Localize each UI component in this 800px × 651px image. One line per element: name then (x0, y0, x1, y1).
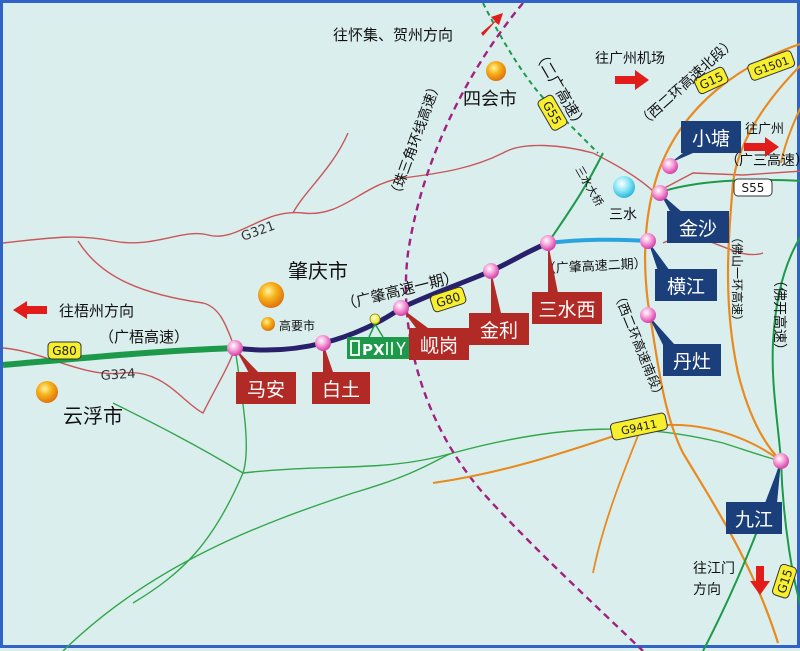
city-dot-yunfu (36, 381, 58, 403)
road-g9411 (432, 423, 782, 484)
road-g9411-west (592, 422, 644, 574)
road-g1501 (726, 64, 800, 462)
interchange-maan[interactable]: 马安 (227, 340, 296, 404)
road-fokai (771, 235, 800, 607)
road-g80-guangwu (3, 345, 236, 368)
highway-label-guangwu: （广梧高速） (99, 328, 189, 346)
road-g321-west (77, 240, 236, 349)
arrow-icon-wuzhou (13, 301, 47, 319)
interchange-baitu[interactable]: 白土 (312, 335, 370, 404)
interchange-label-danzao: 丹灶 (673, 351, 711, 373)
arrow-icon-guangzhou (744, 137, 779, 157)
road-g321 (3, 144, 594, 244)
interchange-label-hengjiang: 横江 (667, 276, 705, 298)
road-label-g324: G324 (100, 367, 136, 384)
interchange-label-jinli: 金利 (480, 320, 518, 342)
shield-s55: S55 (733, 178, 773, 197)
service-area-sign: PX (347, 337, 409, 359)
highway-label-sanshui-bridge: 三水大桥 (572, 164, 606, 209)
interchange-xiaotang[interactable]: 小塘 (662, 121, 741, 174)
city-dot-sihui (486, 61, 506, 81)
road-south-1 (242, 428, 782, 474)
shield-s55-label: S55 (742, 181, 765, 195)
arrow-icon-airport (615, 70, 649, 90)
arrow-icon-huaiji (481, 13, 503, 36)
road-s55 (657, 178, 800, 194)
map-canvas: G80 G80 G55 G15 G1501 S55 G9411 G15 G321… (3, 3, 800, 651)
road-g15-ring (643, 42, 800, 644)
fuel-icon (350, 340, 360, 356)
interchange-hengjiang[interactable]: 横江 (640, 233, 717, 301)
direction-huaiji: 往怀集、贺州方向 (333, 26, 453, 44)
road-west-green (112, 402, 244, 474)
road-g321-north (292, 132, 349, 214)
shield-g1501: G1501 (747, 50, 796, 81)
city-dot-zhaoqing (258, 282, 284, 308)
interchange-label-maan: 马安 (247, 379, 285, 401)
interchange-label-sanshuixi: 三水西 (538, 299, 595, 321)
city-label-sanshui: 三水 (609, 207, 637, 223)
interchange-jinli[interactable]: 金利 (469, 263, 529, 345)
arrow-icon-jiangmen (750, 566, 770, 595)
shield-g9411: G9411 (609, 412, 668, 441)
city-label-zhaoqing: 肇庆市 (288, 259, 348, 283)
direction-jiangmen-line2: 方向 (693, 582, 721, 598)
shield-g80-west-label: G80 (52, 344, 77, 358)
road-orange-2 (780, 106, 800, 164)
road-south-2 (62, 452, 454, 651)
direction-airport: 往广州机场 (595, 51, 665, 67)
service-area-connector (368, 323, 384, 338)
road-sanshui-bridge (547, 152, 604, 244)
highway-label-xi-er-huan-nan: （西二环高速南段） (609, 289, 668, 403)
highway-label-zhusanjiao: （珠三角环线高速） (386, 78, 445, 202)
service-area-dot (369, 313, 381, 325)
interchange-label-xiaotang: 小塘 (692, 128, 730, 150)
interchange-sanshuixi[interactable]: 三水西 (532, 235, 602, 324)
interchange-jinsha[interactable]: 金沙 (652, 185, 729, 243)
restaurant-icon (386, 341, 406, 355)
interchange-label-jinsha: 金沙 (679, 218, 717, 240)
direction-jiangmen-line1: 往江门 (693, 561, 735, 577)
interchange-xiangang[interactable]: 岘岗 (393, 300, 469, 360)
shield-g15-top: G15 (693, 66, 729, 95)
city-dot-sanshui (613, 176, 635, 198)
road-south-3 (132, 347, 247, 604)
direction-wuzhou: 往梧州方向 (59, 302, 134, 320)
road-guangzhao-2 (547, 237, 649, 245)
road-local-east (592, 152, 800, 194)
shield-g15-bottom-label: G15 (774, 567, 795, 595)
highway-label-fokai: （佛开高速） (771, 273, 788, 357)
shield-g80-west: G80 (47, 341, 82, 360)
shield-g80-mid: G80 (429, 286, 467, 313)
service-area-label: PX (362, 341, 385, 359)
interchange-label-xiangang: 岘岗 (420, 335, 458, 357)
highway-label-guangzhao-2: （广肇高速二期） (542, 256, 647, 277)
direction-guangzhou: 往广州 (745, 122, 784, 137)
highway-label-fo-yi-huan: （佛山一环高速） (730, 231, 745, 327)
shield-g15-bottom: G15 (771, 563, 797, 599)
city-label-sihui: 四会市 (463, 89, 517, 110)
city-dot-gaoyao (261, 317, 275, 331)
city-label-gaoyao: 高要市 (279, 318, 315, 333)
interchange-jiujiang[interactable]: 九江 (726, 453, 789, 534)
interchange-label-baitu: 白土 (322, 379, 360, 401)
interchange-danzao[interactable]: 丹灶 (640, 307, 721, 376)
highway-label-guangsan: （广三高速） (725, 152, 800, 169)
interchange-label-jiujiang: 九江 (735, 509, 773, 531)
city-label-yunfu: 云浮市 (63, 404, 123, 428)
